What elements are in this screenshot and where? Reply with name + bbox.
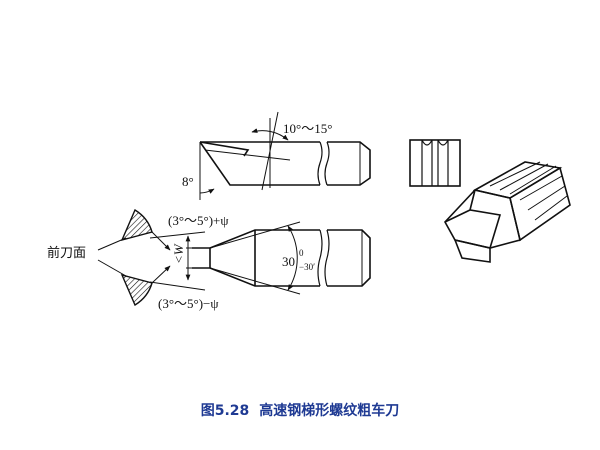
front-angle-minus-label: (3°～5°)−ψ: [158, 296, 219, 311]
tip-angle-label: 30 0 −30′: [282, 248, 315, 272]
tip-angle-value: 30: [282, 254, 295, 269]
side-view: [199, 111, 371, 200]
side-angle-arc: [199, 188, 215, 194]
rake-angle-ref-lower: [151, 265, 171, 284]
top-view-shank-end: [327, 229, 371, 287]
top-view-flank-ext-bottom: [209, 267, 301, 295]
side-angle-label: 8°: [182, 174, 194, 189]
side-view-rake: [199, 141, 250, 157]
side-view-rake-line: [204, 149, 291, 161]
rake-face-details: [97, 208, 171, 307]
figure-caption: 图5.28 高速钢梯形螺纹粗车刀: [0, 400, 600, 420]
clearance-angle-label: 10°～15°: [283, 121, 332, 136]
caption-title: 高速钢梯形螺纹粗车刀: [259, 403, 400, 419]
side-view-break-left: [317, 141, 323, 186]
front-angle-ref-bottom: [149, 281, 206, 291]
tip-angle-lower-tol: −30′: [299, 262, 315, 272]
iso-tip-face: [453, 238, 491, 263]
side-view-shank-end: [327, 141, 371, 186]
end-view-groove-right: [437, 139, 449, 186]
tip-angle-arc: [287, 225, 298, 291]
tip-angle-upper-tol: 0: [299, 248, 304, 258]
top-view-tool-tip: [192, 247, 211, 269]
side-view-break-right: [324, 141, 330, 186]
rake-detail-lower: [120, 273, 153, 307]
front-angle-ref-top: [149, 231, 206, 239]
side-view-body-left: [199, 141, 320, 186]
clearance-angle-arc: [251, 128, 289, 141]
top-view-body: [209, 229, 320, 287]
top-view-break-left: [317, 229, 323, 287]
iso-tip: [444, 189, 502, 249]
rake-leader-lower: [97, 259, 127, 277]
rake-detail-upper: [120, 208, 153, 242]
rake-angle-ref-upper: [151, 231, 171, 251]
width-label: <W: [171, 243, 186, 264]
caption-number: 图5.28: [200, 403, 250, 419]
end-view-outline: [409, 139, 461, 187]
iso-head: [444, 189, 521, 249]
top-view-flank-ext-top: [209, 221, 301, 249]
rake-leader-upper: [97, 237, 127, 251]
end-view-groove-left: [421, 139, 433, 186]
isometric-view: [444, 161, 571, 263]
rake-face-label: 前刀面: [47, 245, 86, 260]
top-view-break-right: [324, 229, 330, 287]
end-view: [409, 139, 461, 187]
iso-shank-side: [509, 166, 571, 242]
front-angle-plus-label: (3°～5°)+ψ: [168, 213, 229, 228]
iso-shank-hatch: [489, 161, 568, 221]
top-view: [149, 221, 371, 295]
